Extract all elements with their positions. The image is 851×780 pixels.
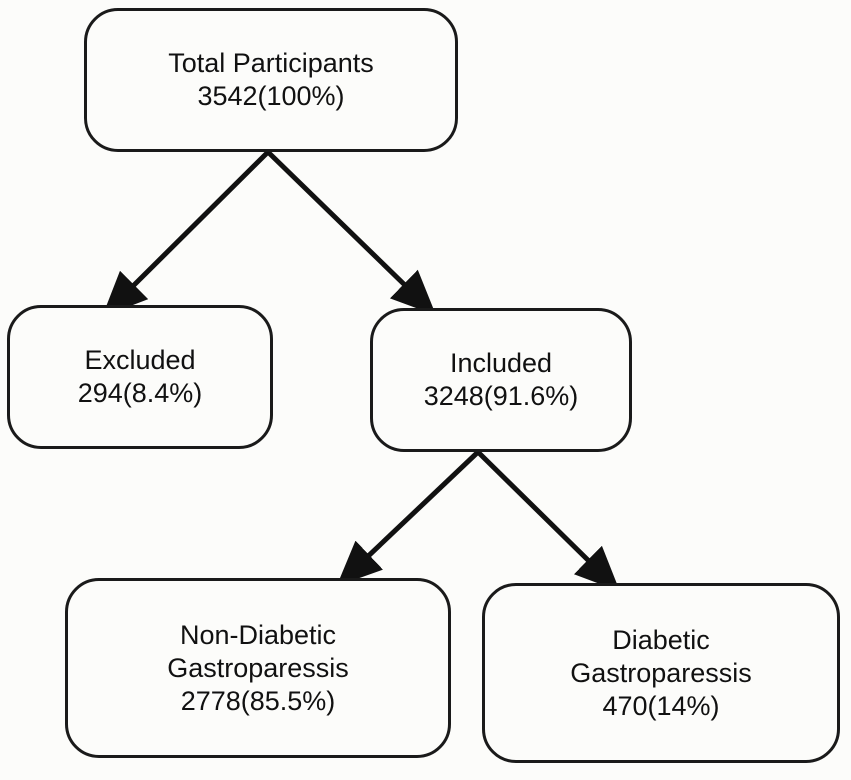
node-total-label: Total Participants <box>168 48 374 78</box>
node-total-value: 3542(100%) <box>197 81 345 111</box>
node-diabetic-label-line1: Diabetic <box>612 624 710 655</box>
arrow-included-to-diabetic <box>476 450 620 592</box>
node-included-label: Included <box>449 348 553 378</box>
node-non-diabetic-gastroparesis: Non-Diabetic Gastroparessis 2778(85.5%) <box>65 578 451 758</box>
node-excluded-label: Excluded <box>84 345 196 375</box>
node-non-diabetic-label-line1: Non-Diabetic <box>179 619 337 650</box>
node-diabetic-label-line2: Gastroparessis <box>570 657 752 688</box>
node-excluded: Excluded 294(8.4%) <box>7 305 273 449</box>
arrow-total-to-excluded <box>102 150 270 317</box>
arrow-included-to-non-diabetic <box>336 450 480 587</box>
node-diabetic-gastroparesis: Diabetic Gastroparessis 470(14%) <box>482 583 840 763</box>
node-non-diabetic-value: 2778(85.5%) <box>180 685 336 716</box>
node-excluded-value: 294(8.4%) <box>77 378 203 408</box>
node-non-diabetic-label-line2: Gastroparessis <box>167 652 349 683</box>
node-included-value: 3248(91.6%) <box>423 381 579 411</box>
node-total-participants: Total Participants 3542(100%) <box>84 8 458 152</box>
arrow-total-to-included <box>266 150 437 316</box>
node-diabetic-value: 470(14%) <box>602 690 720 721</box>
node-included: Included 3248(91.6%) <box>370 308 632 452</box>
